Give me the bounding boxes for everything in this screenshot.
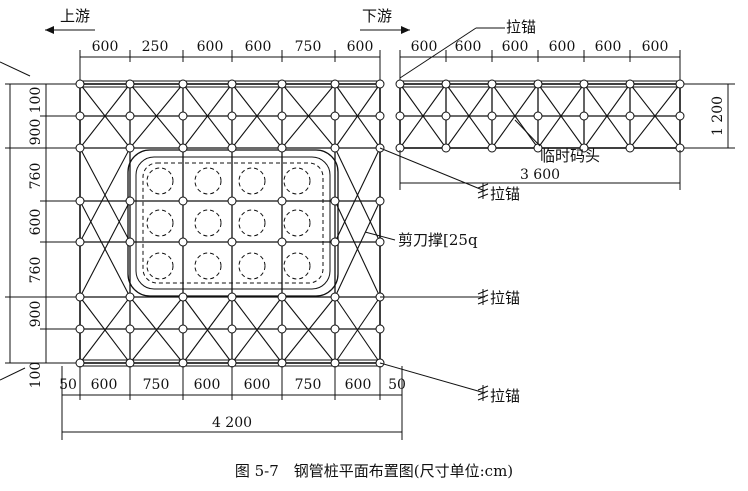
anchor-label-1: 拉锚 [490,185,520,203]
anchor-hatches [477,183,489,401]
temp-wharf-label: 临时码头 [540,147,600,165]
left-dim-4: 600 [28,209,44,236]
top-dims-wharf: 600 600 600 600 600 600 [411,39,669,55]
top-dim-5: 750 [295,39,322,55]
wharf-width-label: 1 200 [710,96,726,136]
top-dim-2: 250 [142,39,169,55]
wharf-dim-5: 600 [595,39,622,55]
left-dim-6: 900 [28,301,44,328]
anchor-label-2: 拉锚 [490,289,520,307]
figure-caption: 图 5-7 钢管桩平面布置图(尺寸单位:cm) [235,462,513,480]
top-dim-3: 600 [197,39,224,55]
bottom-dims: 50 600 750 600 600 750 600 50 [59,377,406,393]
wharf-width-dim [684,83,735,149]
downstream-label: 下游 [362,7,392,25]
inner-pit [127,149,339,297]
scissor-brace-label: 剪刀撑[25q [398,231,478,249]
top-dims-main: 600 250 600 600 750 600 [92,39,374,55]
main-bracing [79,83,381,364]
wharf-dim-1: 600 [411,39,438,55]
left-dim-1: 100 [28,87,44,114]
wharf-length-label: 3 600 [520,167,560,183]
main-piles [75,79,385,368]
bottom-dim-lines [61,366,403,440]
upstream-label: 上游 [60,7,90,25]
anchor-label-3: 拉锚 [490,387,520,405]
upstream-arrow-head [45,26,54,34]
left-dim-5: 760 [28,257,44,284]
top-dim-1: 600 [92,39,119,55]
left-dims: 100 900 760 600 760 900 100 [28,87,44,389]
left-dim-2: 900 [28,119,44,146]
downstream-arrow-head [401,26,410,34]
wharf-dim-6: 600 [642,39,669,55]
top-dim-6: 600 [347,39,374,55]
anchor-leaders [364,27,541,394]
top-dim-lines [79,50,681,82]
wharf-dim-2: 600 [455,39,482,55]
downstream-indicator: 下游 [360,7,410,34]
left-dim-7: 100 [28,362,44,389]
anchor-label-top: 拉锚 [506,18,536,36]
bottom-dim-5: 600 [244,377,271,393]
bottom-dim-4: 600 [194,377,221,393]
wharf-dim-4: 600 [549,39,576,55]
main-platform [79,80,381,367]
left-dim-3: 760 [28,163,44,190]
bottom-dim-7: 600 [345,377,372,393]
wharf-piles [395,79,685,153]
bottom-dim-2: 600 [91,377,118,393]
top-dim-4: 600 [245,39,272,55]
bottom-dim-1: 50 [59,377,77,393]
wharf-dim-3: 600 [502,39,529,55]
total-width-label: 4 200 [212,415,252,431]
bottom-dim-6: 750 [295,377,322,393]
bottom-dim-3: 750 [143,377,170,393]
upstream-indicator: 上游 [45,7,95,34]
left-dim-lines [0,61,80,381]
bottom-dim-8: 50 [388,377,406,393]
